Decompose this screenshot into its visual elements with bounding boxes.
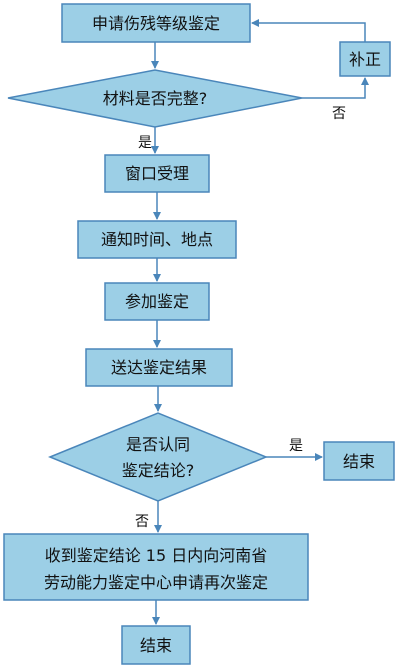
node-notify-label: 通知时间、地点 [101, 230, 213, 249]
node-deliver [85, 348, 233, 387]
edge-label-materials-yes: 是 [138, 135, 152, 151]
node-check-materials-label: 材料是否完整? [103, 89, 208, 108]
node-attend [104, 282, 210, 321]
node-agree-label-line1: 是否认同 [126, 435, 190, 454]
node-agree-label-line2: 鉴定结论? [122, 461, 195, 480]
node-notify [77, 220, 237, 259]
node-deliver-label: 送达鉴定结果 [111, 358, 207, 377]
node-attend-label: 参加鉴定 [125, 292, 189, 311]
node-window-accept [104, 154, 210, 193]
node-agree [48, 412, 268, 502]
node-end-bottom [121, 625, 191, 665]
node-window-accept-label: 窗口受理 [125, 164, 189, 183]
node-end-right-label: 结束 [343, 452, 375, 471]
node-end-bottom-label: 结束 [140, 636, 172, 655]
edge-supplement-to-apply [251, 19, 366, 42]
node-supplement-label: 补正 [349, 50, 381, 69]
edge-label-materials-no: 否 [332, 106, 346, 122]
node-reapply-label-line1: 收到鉴定结论 15 日内向河南省 [45, 546, 268, 565]
edge-label-agree-no: 否 [135, 514, 149, 530]
node-apply [61, 3, 251, 43]
node-end-right [323, 441, 395, 481]
node-reapply-label-line2: 劳动能力鉴定中心申请再次鉴定 [44, 573, 268, 592]
edge-check-to-supplement [302, 77, 369, 99]
edge-label-agree-yes: 是 [289, 438, 303, 454]
node-apply-label: 申请伤残等级鉴定 [92, 14, 220, 33]
